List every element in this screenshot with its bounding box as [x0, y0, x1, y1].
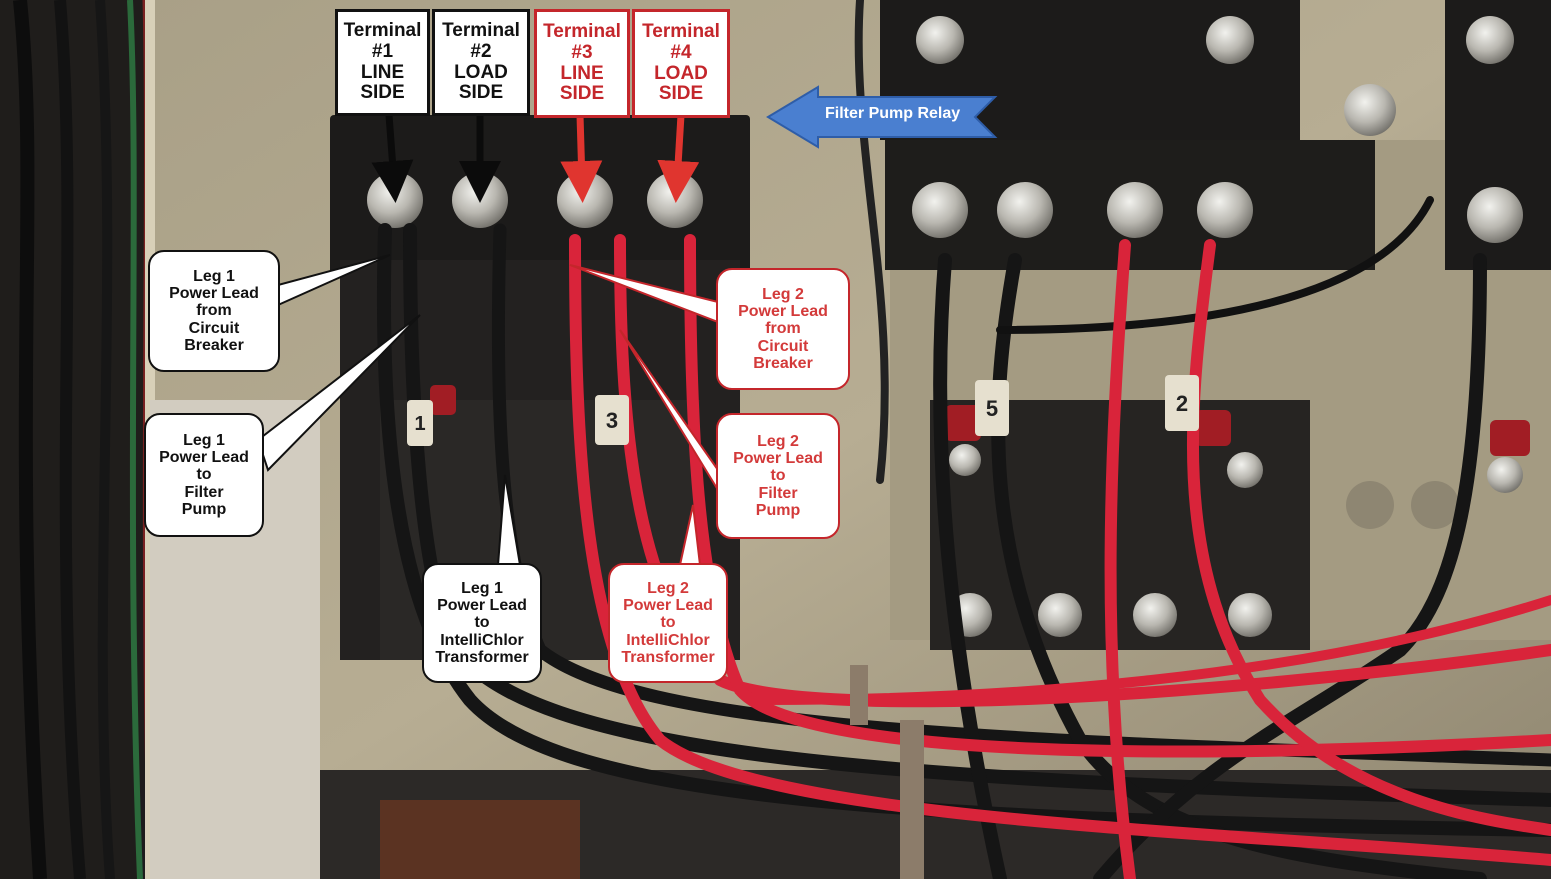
- leg1-pump-callout: Leg 1 Power Lead to Filter Pump: [144, 413, 264, 537]
- callout-line: Breaker: [184, 336, 244, 354]
- callout-line: Transformer: [621, 648, 715, 666]
- filter-pump-relay-arrow: [766, 85, 998, 149]
- left-cavity: [0, 0, 160, 879]
- callout-line: Filter: [758, 484, 798, 502]
- leg1-transformer-callout: Leg 1 Power Lead to IntelliChlor Transfo…: [422, 563, 542, 683]
- wire-marker-3: 3: [606, 408, 618, 433]
- callout-line: to: [660, 614, 676, 632]
- terminal-4-side-word: SIDE: [658, 83, 704, 105]
- terminal-4-label: Terminal #4 LOAD SIDE: [632, 9, 730, 118]
- callout-line: Power Lead: [169, 285, 259, 303]
- terminal-2-title: Terminal: [442, 20, 520, 42]
- callout-line: Pump: [181, 500, 227, 518]
- red-clips: [430, 385, 1530, 456]
- callout-line: Leg 1: [461, 579, 503, 597]
- callout-line: from: [196, 302, 232, 320]
- terminal-2-label: Terminal #2 LOAD SIDE: [432, 9, 530, 116]
- terminal-2-side-word: SIDE: [458, 82, 504, 104]
- terminal-4-title: Terminal: [642, 21, 720, 43]
- callout-line: IntelliChlor: [440, 631, 524, 649]
- terminal-3-arrow: [560, 114, 603, 203]
- wire-markers: 1 3 5 2: [407, 375, 1199, 446]
- wire-marker-1: 1: [414, 413, 425, 435]
- terminal-3-title: Terminal: [543, 21, 621, 43]
- terminal-1-arrow: [371, 114, 414, 203]
- callout-pointers: [256, 254, 719, 566]
- terminal-1-title: Terminal: [343, 20, 422, 42]
- terminal-1-label: Terminal #1 LINE SIDE: [335, 9, 430, 116]
- callout-line: Power Lead: [437, 597, 527, 615]
- callout-line: Leg 2: [762, 285, 804, 303]
- terminal-4-arrow: [657, 114, 700, 203]
- leg1-breaker-callout: Leg 1 Power Lead from Circuit Breaker: [148, 250, 280, 372]
- leg2-breaker-callout: Leg 2 Power Lead from Circuit Breaker: [716, 268, 850, 390]
- terminal-3-label: Terminal #3 LINE SIDE: [534, 9, 630, 118]
- callout-line: Breaker: [753, 354, 813, 372]
- callout-line: Circuit: [188, 319, 240, 337]
- callout-line: Pump: [755, 501, 801, 519]
- callout-line: to: [474, 614, 490, 632]
- terminal-3-side-word: SIDE: [559, 83, 605, 105]
- callout-line: Filter: [184, 483, 224, 501]
- terminal-1-side-type: LINE: [360, 61, 405, 83]
- terminal-3-number: #3: [571, 41, 593, 63]
- callout-line: Power Lead: [738, 303, 828, 321]
- terminal-1-number: #1: [371, 40, 394, 62]
- callout-line: from: [765, 320, 801, 338]
- callout-line: Power Lead: [733, 450, 823, 468]
- callout-line: IntelliChlor: [626, 631, 710, 649]
- terminal-4-side-type: LOAD: [654, 62, 708, 84]
- leg2-pump-callout: Leg 2 Power Lead to Filter Pump: [716, 413, 840, 539]
- callout-line: Leg 2: [647, 579, 689, 597]
- wire-marker-2: 2: [1176, 391, 1188, 416]
- leg2-transformer-callout: Leg 2 Power Lead to IntelliChlor Transfo…: [608, 563, 728, 683]
- terminal-3-side-type: LINE: [560, 62, 604, 84]
- terminal-2-side-type: LOAD: [454, 61, 508, 83]
- callout-line: Leg 1: [183, 431, 225, 449]
- callout-line: Leg 1: [193, 267, 235, 285]
- cable-ties: [850, 665, 924, 879]
- callout-line: Power Lead: [159, 449, 249, 467]
- wire-marker-5: 5: [986, 396, 998, 421]
- callout-line: Transformer: [435, 648, 529, 666]
- filter-pump-relay-label: Filter Pump Relay: [825, 105, 961, 122]
- callout-line: to: [196, 466, 212, 484]
- terminal-1-side-word: SIDE: [360, 82, 405, 104]
- terminal-pointer-arrows: [371, 114, 700, 203]
- callout-line: Leg 2: [757, 432, 799, 450]
- callout-line: Circuit: [757, 337, 809, 355]
- callout-line: to: [770, 467, 786, 485]
- terminal-4-number: #4: [670, 41, 692, 63]
- callout-line: Power Lead: [623, 597, 713, 615]
- terminal-2-number: #2: [470, 40, 492, 62]
